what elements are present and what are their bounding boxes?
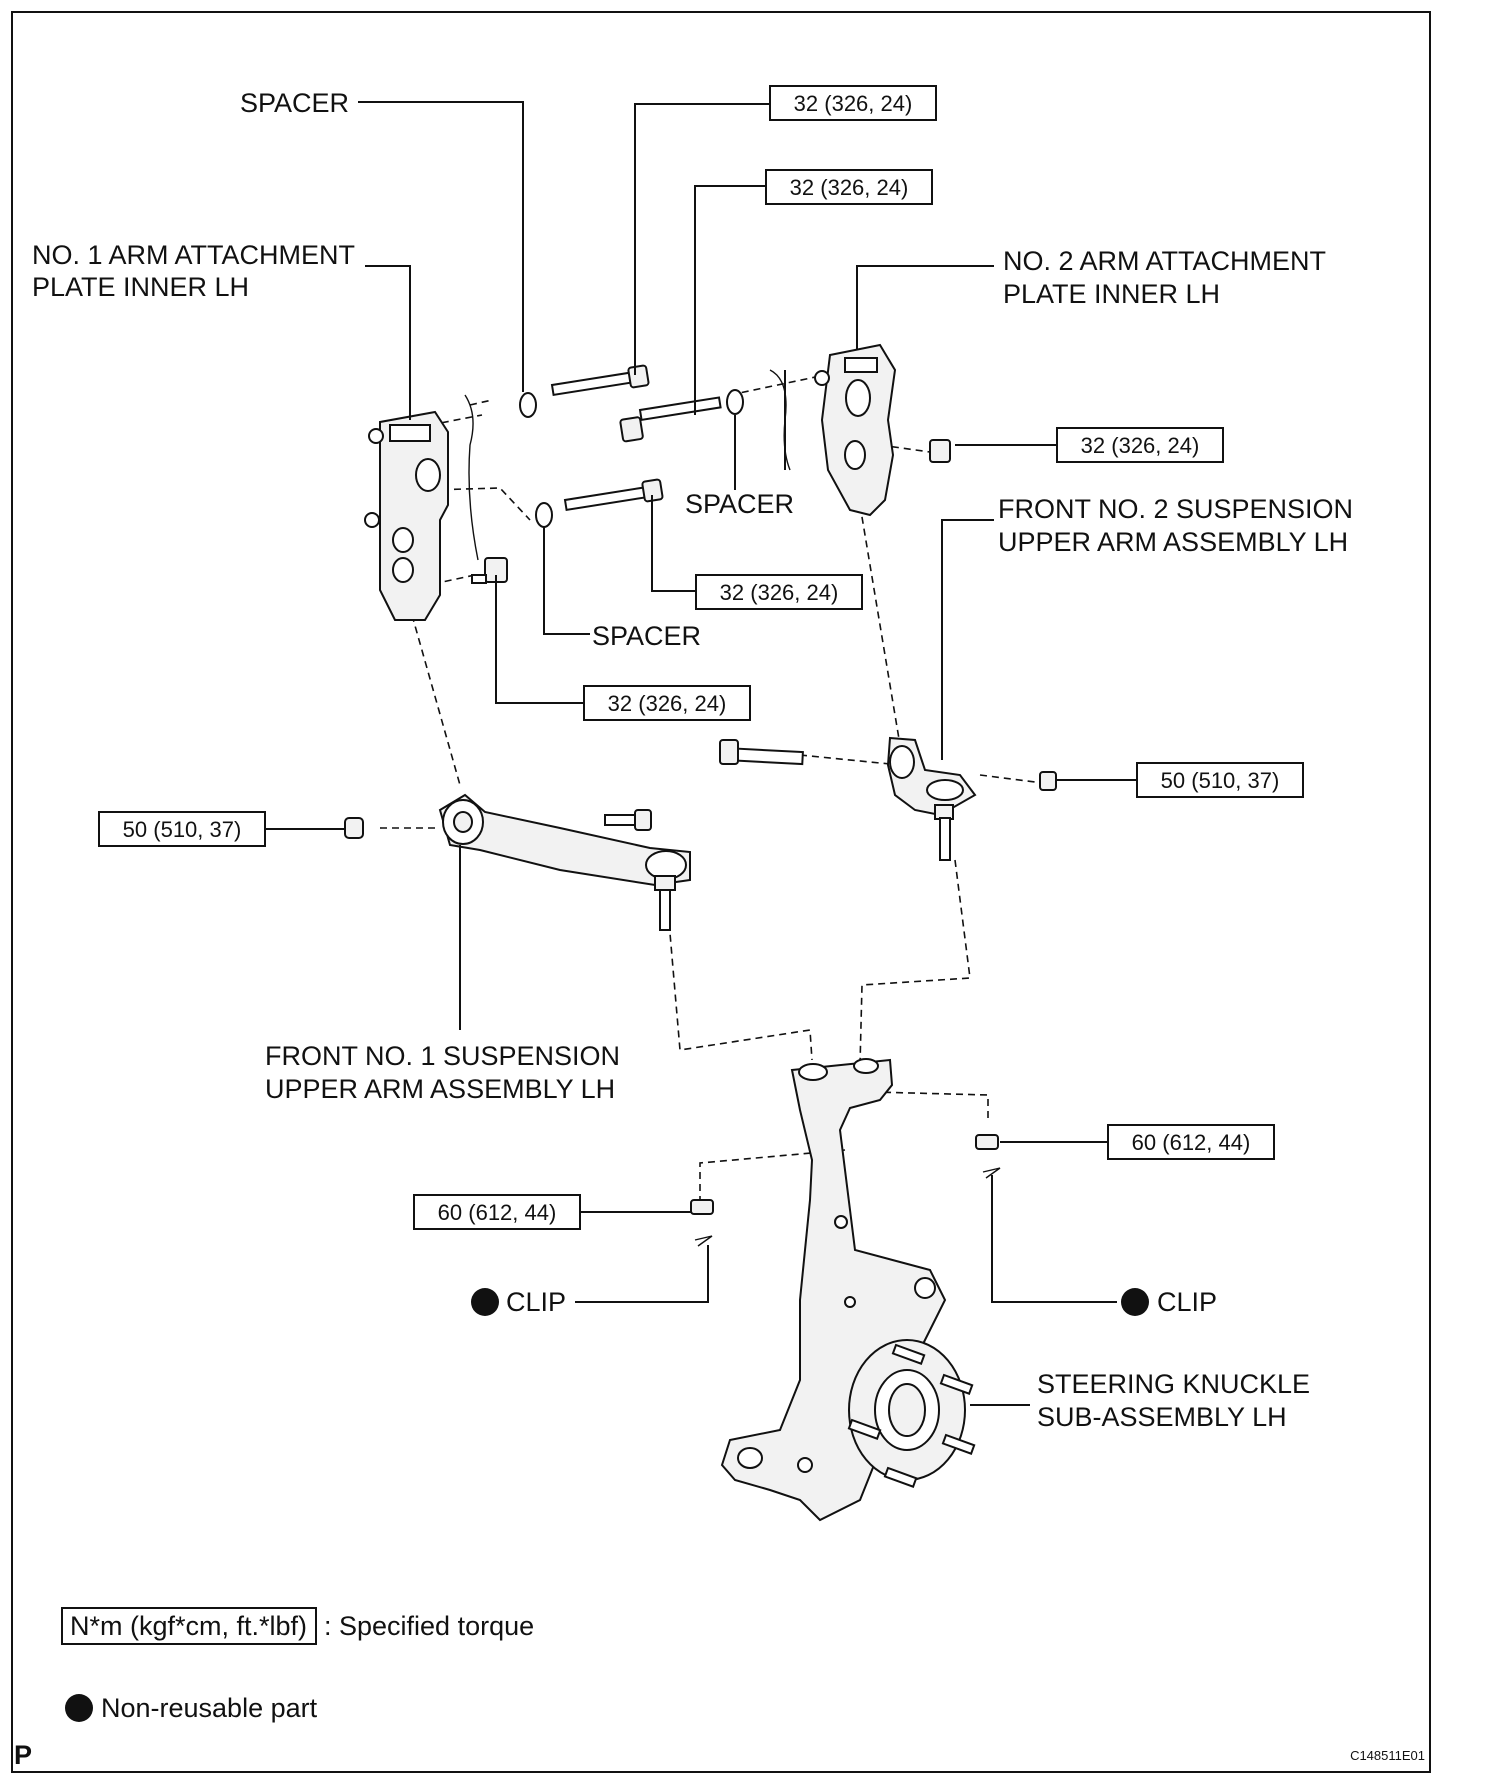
- label-arm-plate-1-line1: NO. 1 ARM ATTACHMENT: [32, 240, 355, 270]
- no2-arm-attachment-plate-drawing: [769, 343, 951, 517]
- torque-value: 50 (510, 37): [123, 817, 242, 842]
- torque-value: 60 (612, 44): [1132, 1130, 1251, 1155]
- torque-value: 32 (326, 24): [790, 175, 909, 200]
- upper-arm-1-drawing: [344, 793, 691, 931]
- upper-arm-2-drawing: [719, 736, 1057, 861]
- label-knuckle-line1: STEERING KNUCKLE: [1037, 1369, 1310, 1399]
- label-spacer-mid: SPACER: [685, 489, 794, 519]
- label-upper-arm-1-line1: FRONT NO. 1 SUSPENSION: [265, 1041, 620, 1071]
- legend-torque: N*m (kgf*cm, ft.*lbf) : Specified torque: [61, 1607, 534, 1645]
- torque-value: 50 (510, 37): [1161, 768, 1280, 793]
- label-arm-plate-2-line2: PLATE INNER LH: [1003, 279, 1220, 309]
- no1-arm-attachment-plate-drawing: [364, 394, 479, 621]
- nonreusable-dot-right: [1121, 1288, 1149, 1316]
- footer-figure-code: C148511E01: [1350, 1748, 1425, 1763]
- torque-callout-t5: 32 (326, 24): [583, 685, 751, 721]
- label-arm-plate-1-line2: PLATE INNER LH: [32, 272, 249, 302]
- footer-corner-letter: P: [14, 1740, 32, 1770]
- label-upper-arm-2-line2: UPPER ARM ASSEMBLY LH: [998, 527, 1348, 557]
- label-spacer-low: SPACER: [592, 621, 701, 651]
- page-frame: [11, 11, 1431, 1773]
- spacer-washer-low: [535, 502, 553, 528]
- bolt-lower: [563, 478, 664, 512]
- torque-callout-t7: 50 (510, 37): [98, 811, 266, 847]
- torque-callout-t8: 60 (612, 44): [1107, 1124, 1275, 1160]
- torque-callout-t6: 50 (510, 37): [1136, 762, 1304, 798]
- nonreusable-dot-left: [471, 1288, 499, 1316]
- assembly-dashed-lines: [380, 374, 1036, 1215]
- torque-callout-t1: 32 (326, 24): [769, 85, 937, 121]
- torque-callout-t9: 60 (612, 44): [413, 1194, 581, 1230]
- legend-torque-desc: : Specified torque: [324, 1611, 534, 1641]
- label-clip-left: CLIP: [506, 1287, 566, 1317]
- torque-value: 32 (326, 24): [720, 580, 839, 605]
- torque-value: 32 (326, 24): [794, 91, 913, 116]
- legend-dot-icon: [65, 1694, 93, 1722]
- legend-nonreusable-text: Non-reusable part: [101, 1693, 318, 1723]
- legend-nonreusable: Non-reusable part: [65, 1693, 318, 1723]
- label-clip-right: CLIP: [1157, 1287, 1217, 1317]
- label-arm-plate-2-line1: NO. 2 ARM ATTACHMENT: [1003, 246, 1326, 276]
- bolt-upper-1: [550, 364, 650, 397]
- torque-value: 32 (326, 24): [608, 691, 727, 716]
- torque-value: 60 (612, 44): [438, 1200, 557, 1225]
- torque-value: 32 (326, 24): [1081, 433, 1200, 458]
- spacer-washer-mid: [726, 389, 744, 415]
- leader-lines: [264, 101, 1137, 1406]
- steering-knuckle-drawing: [690, 1058, 1001, 1522]
- label-spacer-top: SPACER: [240, 88, 349, 118]
- spacer-washer-top: [519, 392, 537, 418]
- torque-callout-t2: 32 (326, 24): [765, 169, 933, 205]
- torque-callout-t3: 32 (326, 24): [1056, 427, 1224, 463]
- label-knuckle-line2: SUB-ASSEMBLY LH: [1037, 1402, 1287, 1432]
- bolt-upper-2: [619, 396, 722, 443]
- label-upper-arm-1-line2: UPPER ARM ASSEMBLY LH: [265, 1074, 615, 1104]
- bolt-plate-1-side: [471, 557, 508, 584]
- torque-callout-t4: 32 (326, 24): [695, 574, 863, 610]
- legend-torque-unit: N*m (kgf*cm, ft.*lbf): [70, 1611, 307, 1641]
- label-upper-arm-2-line1: FRONT NO. 2 SUSPENSION: [998, 494, 1353, 524]
